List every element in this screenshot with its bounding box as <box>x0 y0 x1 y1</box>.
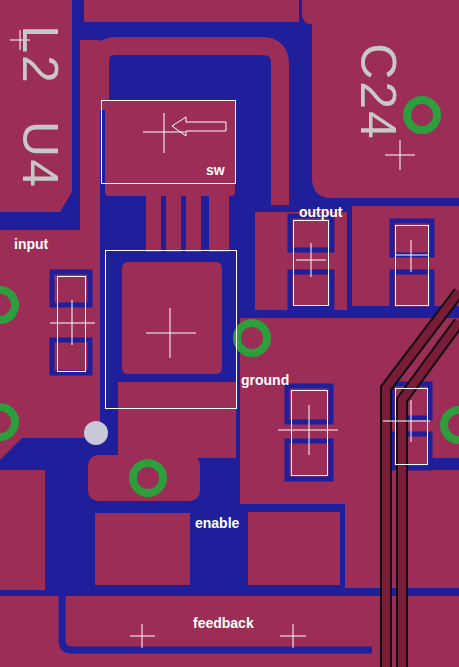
net-label: sw <box>206 163 225 177</box>
via <box>0 100 459 493</box>
net-label: input <box>14 237 48 251</box>
smd-pads <box>52 216 432 479</box>
net-label: ground <box>241 373 289 387</box>
crosshairs <box>10 30 430 648</box>
bottom-trace <box>386 292 459 667</box>
sw-trace <box>100 46 280 205</box>
net-label: feedback <box>193 616 254 630</box>
clearance <box>62 590 372 650</box>
fiducial <box>84 421 108 445</box>
silkscreen-ref: U4 <box>15 121 65 189</box>
bottom-trace-outline <box>386 292 459 667</box>
net-label: output <box>299 205 343 219</box>
net-label: enable <box>195 516 239 530</box>
component-outlines <box>58 101 429 476</box>
silkscreen-ref: C24 <box>353 43 403 141</box>
silkscreen-ref: L2 <box>15 25 65 85</box>
